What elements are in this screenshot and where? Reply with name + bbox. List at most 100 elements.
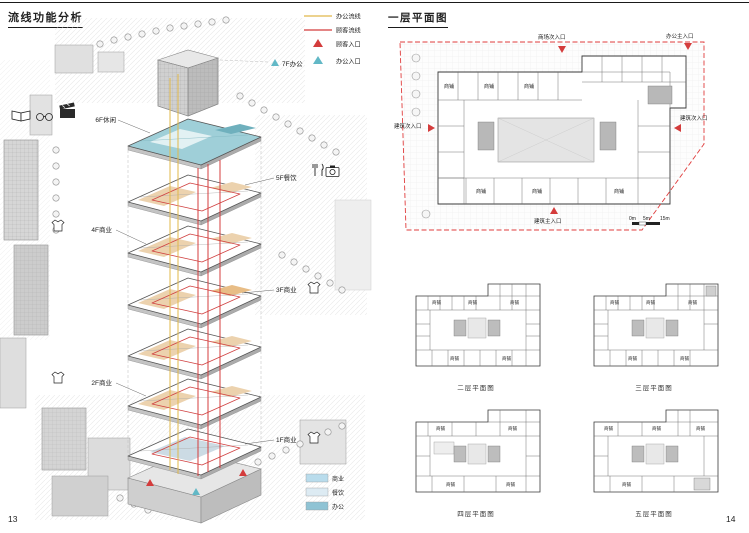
plan-4f: 商铺 商铺 商铺 商铺 (415, 409, 541, 493)
legend-customer-route-label: 顾客流线 (336, 27, 361, 35)
program-label-dining: 餐饮 (332, 489, 344, 497)
floor-label-4f: 4F商业 (91, 225, 112, 234)
scale-15: 15m (660, 216, 670, 222)
dining-icon (312, 163, 324, 176)
scale-bar: 0m 5m 15m (629, 216, 670, 226)
program-swatch-retail (305, 473, 329, 483)
room-label: 商铺 (444, 83, 454, 90)
office-tower (156, 49, 220, 117)
clapperboard-icon (59, 102, 75, 118)
entrance-arrow-top (558, 46, 566, 53)
left-page-number: 13 (8, 514, 18, 524)
glasses-icon (36, 113, 53, 121)
floor-label-5f: 5F餐饮 (276, 173, 297, 182)
room-label: 商铺 (502, 355, 511, 362)
room-label: 商铺 (506, 481, 515, 488)
entrance-label-top: 商场次入口 (538, 33, 566, 41)
room-label: 商铺 (604, 425, 613, 432)
program-label-office: 办公 (332, 503, 344, 511)
scale-0: 0m (629, 216, 636, 222)
room-label: 商铺 (628, 355, 637, 362)
plan-3f-interior (594, 284, 718, 366)
right-page-title: 一层平面图 (388, 10, 448, 28)
plan-4f-rooms: 商铺 商铺 商铺 商铺 (436, 425, 517, 488)
left-page: 流线功能分析 (0, 0, 374, 533)
plan-2f-interior (416, 284, 540, 366)
customer-entrance-marker (146, 479, 154, 486)
site-trees (411, 53, 431, 219)
plan-4f-interior (416, 410, 540, 492)
room-labels: 商铺 商铺 商铺 商铺 商铺 商铺 (444, 83, 624, 195)
room-label: 商铺 (450, 355, 459, 362)
room-label: 商铺 (652, 425, 661, 432)
room-label: 商铺 (688, 299, 697, 306)
office-entrance-swatch (313, 56, 323, 64)
floor-plate-mezz (127, 328, 262, 380)
legend-office-route-label: 办公流线 (336, 13, 361, 21)
entrance-arrow-bottom (550, 207, 558, 214)
atrium (497, 117, 595, 163)
plan-2f: 商铺 商铺 商铺 商铺 商铺 (415, 283, 541, 367)
room-label: 商铺 (446, 481, 455, 488)
office-entrance-marker (192, 488, 200, 495)
floor-plate-1f (127, 428, 262, 480)
scale-5: 5m (643, 216, 650, 222)
plan-3f-caption: 三层平面图 (635, 385, 673, 392)
floor-plate-3f (127, 277, 262, 329)
right-page: 一层平面图 (374, 0, 749, 533)
room-label: 商铺 (680, 355, 689, 362)
shirt-icon (51, 371, 65, 384)
entrance-label-top-right: 办公主入口 (666, 32, 694, 40)
right-page-number: 14 (726, 514, 736, 524)
camera-icon (325, 165, 340, 177)
plan-5f-rooms: 商铺 商铺 商铺 商铺 (604, 425, 705, 488)
floor-plate-4f (127, 225, 262, 277)
floor-labels: 7F办公 6F休闲 5F餐饮 4F商业 3F商业 2F商业 1F商业 (91, 59, 303, 445)
room-label: 商铺 (532, 188, 542, 195)
shirt-icon (307, 281, 321, 294)
site-boundary (399, 41, 705, 231)
plan-5f-panel: 商铺 商铺 商铺 商铺 五层平面图 (570, 398, 738, 518)
program-icons (11, 102, 340, 444)
floor-label-1f: 1F商业 (276, 435, 297, 444)
room-label: 商铺 (646, 299, 655, 306)
entrance-arrow-left (428, 124, 435, 132)
customer-entrance-marker (239, 469, 247, 476)
cores (477, 85, 673, 151)
projection-lines (127, 59, 269, 456)
room-label: 商铺 (510, 299, 519, 306)
first-floor-plan: 商铺 商铺 商铺 商铺 商铺 商铺 商场次入口 办公主入口 建筑次入口 建筑次入… (394, 32, 708, 231)
legend-office-entrance-label: 办公入口 (336, 58, 361, 66)
floor-label-6f: 6F休闲 (95, 115, 116, 124)
plan-3f: 商铺 商铺 商铺 商铺 商铺 (593, 283, 719, 367)
plan-4f-panel: 商铺 商铺 商铺 商铺 四层平面图 (392, 398, 560, 518)
axonometric-diagram: 7F办公 6F休闲 5F餐饮 4F商业 3F商业 2F商业 1F商业 (0, 13, 372, 524)
context-buildings (0, 44, 372, 517)
top-rule (0, 2, 749, 3)
shirt-icon (51, 219, 65, 232)
room-label: 商铺 (468, 299, 477, 306)
program-swatch-dining (305, 487, 329, 497)
room-label: 商铺 (696, 425, 705, 432)
program-legend: 商业 餐饮 办公 (305, 473, 344, 511)
right-page-title-wrap: 一层平面图 (388, 8, 448, 28)
plan-3f-panel: 商铺 商铺 商铺 商铺 商铺 三层平面图 (570, 272, 738, 392)
room-label: 商铺 (614, 188, 624, 195)
circulation-lines (169, 74, 221, 476)
room-label: 商铺 (524, 83, 534, 90)
program-swatch-office (305, 501, 329, 511)
floor-plate-6f (127, 118, 262, 170)
plan-5f: 商铺 商铺 商铺 商铺 (593, 409, 719, 493)
entrance-label-left: 建筑次入口 (394, 122, 422, 130)
room-label: 商铺 (436, 425, 445, 432)
entrance-label-bottom: 建筑主入口 (534, 217, 562, 225)
building-interior (438, 56, 686, 204)
room-label: 商铺 (622, 481, 631, 488)
program-label-retail: 商业 (332, 475, 344, 483)
room-label: 商铺 (476, 188, 486, 195)
entrance-arrow-right (674, 124, 681, 132)
room-label: 商铺 (484, 83, 494, 90)
book-icon (11, 110, 31, 122)
entrance-arrow-top-right (684, 43, 692, 50)
